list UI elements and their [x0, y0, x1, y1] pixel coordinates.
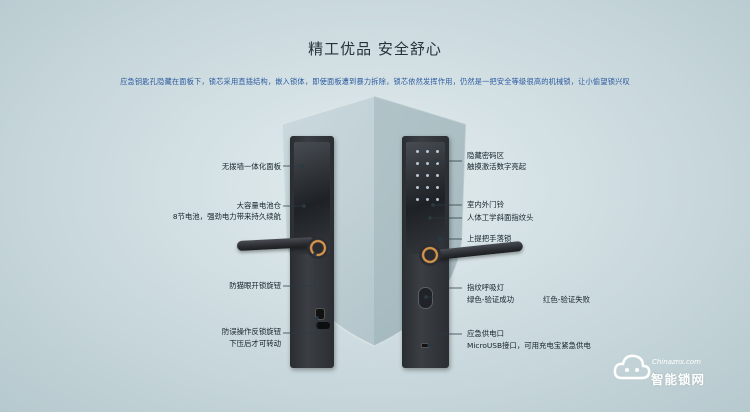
label-emergency-power: 应急供电口 — [467, 329, 504, 338]
page-title: 精工优品 安全舒心 — [308, 40, 442, 58]
page-subtitle: 应急钥匙孔隐藏在面板下，锁芯采用直插结构，嵌入锁体，即使面板遭到暴力拆除，锁芯依… — [120, 77, 630, 86]
label-battery-compartment: 大容量电池仓 — [236, 201, 281, 210]
label-hidden-keypad: 隐藏密码区 — [467, 151, 504, 160]
label-fingerprint-head: 人体工学斜面指纹头 — [467, 213, 534, 222]
back-handle-rose — [419, 244, 441, 266]
label-green-success: 绿色-验证成功 — [467, 295, 515, 304]
front-handle-rose — [307, 237, 329, 259]
front-glass-panel — [294, 142, 330, 254]
label-anti-misoperation-knob: 防误操作反锁旋钮 — [221, 327, 281, 336]
label-press-to-turn: 下压后才可转动 — [229, 339, 281, 348]
watermark-url: Chinazns.com — [652, 358, 701, 366]
label-doorbell: 室内外门铃 — [467, 200, 504, 209]
watermark-brand: 智能锁网 — [651, 372, 706, 387]
label-red-failure: 红色-验证失败 — [543, 295, 591, 304]
label-touch-activate: 触摸激活数字亮起 — [467, 162, 527, 171]
label-microusb: MicroUSB接口，可用充电宝紧急供电 — [467, 341, 591, 350]
label-breathing-light: 指纹呼吸灯 — [467, 283, 504, 292]
label-frameless-panel: 无拨墙一体化面板 — [221, 162, 281, 171]
cloud-icon — [613, 354, 651, 380]
label-battery-detail: 8节电池，强劲电力带来持久续航 — [172, 212, 281, 221]
label-anti-peephole-knob: 防猫眼开锁旋钮 — [229, 281, 281, 290]
label-lift-handle: 上提把手落锁 — [467, 234, 512, 243]
anti-misoperation-knob — [315, 308, 325, 320]
lock-knob-icon — [316, 322, 330, 329]
